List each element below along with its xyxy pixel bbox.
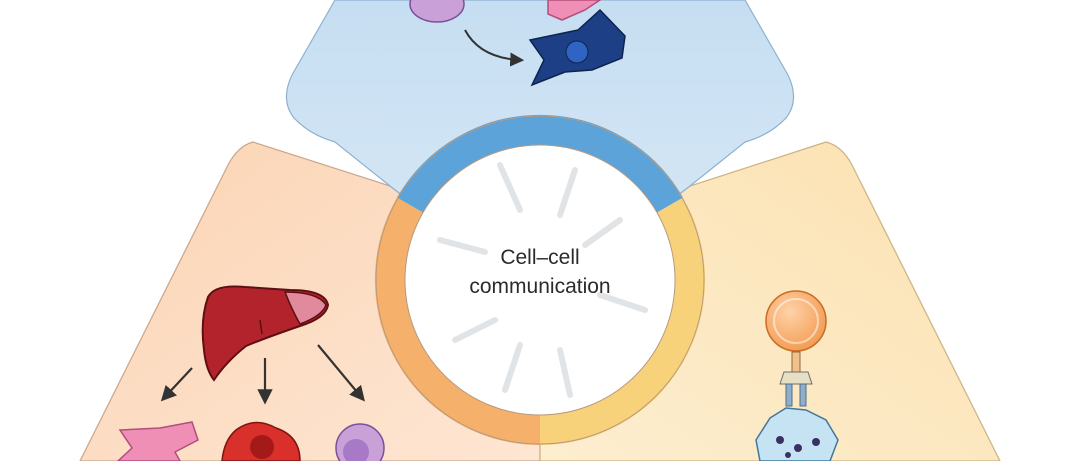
liver-icon [201, 285, 330, 382]
pink-fibroblast-cell-icon [116, 421, 199, 461]
center-title: Cell–cell communication [440, 243, 640, 301]
infected-cell-icon [755, 407, 839, 461]
center-title-line2: communication [469, 275, 611, 298]
center-title-line1: Cell–cell [500, 246, 580, 269]
left-cells [116, 421, 385, 461]
inner-streaks [437, 162, 648, 398]
top-cells [409, 0, 626, 87]
pink-fibroblast-icon [547, 0, 602, 21]
top-arrow-icon [464, 29, 525, 67]
purple-cell-icon [409, 0, 465, 23]
liver-arrows [160, 344, 365, 405]
synapse-icon [755, 290, 839, 461]
communication-ring [374, 114, 706, 445]
